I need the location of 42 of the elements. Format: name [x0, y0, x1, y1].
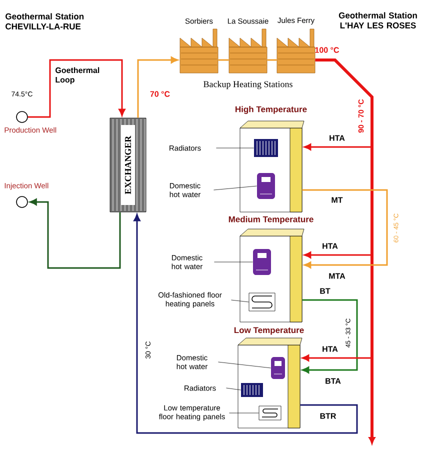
pipe	[218, 59, 229, 61]
edge-label: HTA	[322, 346, 338, 352]
leader-line	[226, 388, 241, 390]
node-label: Medium Temperature	[228, 216, 314, 224]
radiator	[254, 139, 278, 157]
pipe	[267, 59, 277, 61]
pipe	[302, 354, 372, 362]
station-title: Geothermal Station L'HAY LES ROSES	[338, 12, 417, 28]
leader-line	[214, 186, 257, 190]
pipe-label: BTA	[326, 378, 341, 384]
leader-line	[231, 300, 249, 302]
pipe	[28, 59, 126, 118]
boiler	[271, 357, 285, 379]
floor-panel	[258, 406, 282, 420]
pipe	[137, 56, 178, 118]
boiler	[257, 173, 275, 199]
boiler	[253, 249, 271, 275]
temperature-label: 100 °C	[315, 47, 340, 53]
leader-line	[218, 362, 271, 368]
pipe	[134, 214, 358, 434]
pipe	[304, 144, 371, 150]
heat-exchanger: EXCHANGER	[110, 118, 146, 212]
edge-label: MT	[332, 197, 343, 203]
floor-panel	[248, 292, 276, 312]
station-title: Geothermal Station CHEVILLY-LA-RUE	[6, 13, 84, 30]
pipe	[30, 198, 121, 269]
leader-line	[229, 412, 259, 414]
edge-label: HTA	[330, 135, 345, 141]
pipe-label: MTA	[329, 273, 346, 279]
loop-label: Goethermal Loop	[56, 67, 100, 84]
radiator	[241, 383, 263, 397]
edge-label: HTA	[322, 243, 338, 249]
pipe	[302, 189, 388, 268]
node-label: Low Temperature	[234, 327, 304, 335]
pipe	[315, 58, 376, 444]
pipe	[302, 299, 358, 374]
node-label: High Temperature	[236, 106, 307, 114]
edge-label: BT	[320, 288, 330, 294]
group-caption: Backup Heating Stations	[204, 80, 292, 90]
edge-label: BTR	[320, 413, 336, 419]
pipe	[304, 252, 372, 258]
temperature-label: 70 °C	[150, 91, 170, 97]
